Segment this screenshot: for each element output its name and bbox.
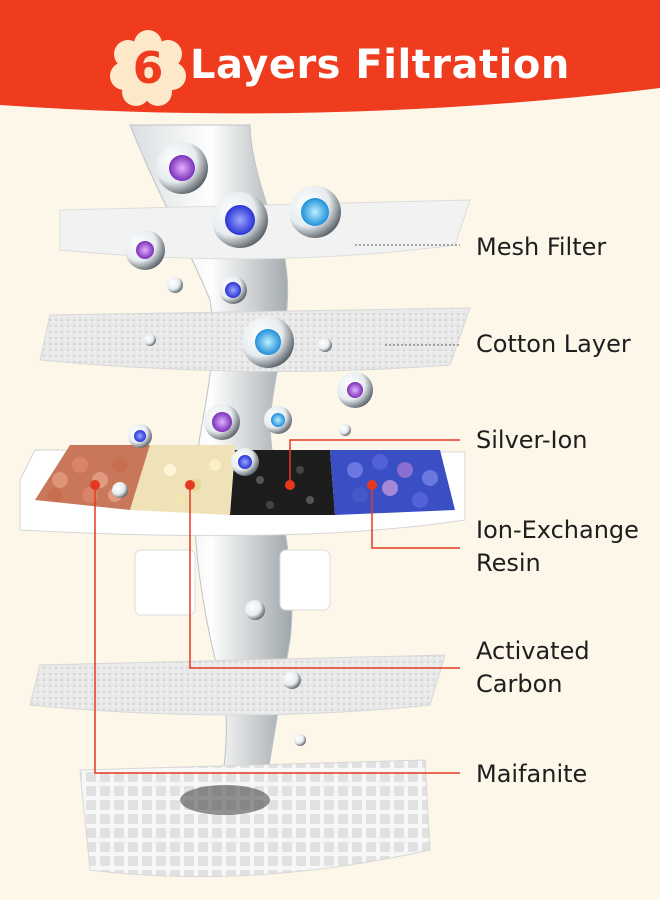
- badge-number: 6: [132, 42, 164, 94]
- leader-dots: [90, 480, 377, 490]
- lower-cotton-layer: [29, 654, 446, 716]
- label-mesh-filter: Mesh Filter: [476, 233, 607, 261]
- resin-media: [330, 450, 455, 515]
- label-ion-exchange-line1: Ion-Exchange: [476, 516, 639, 544]
- bottom-grate: [79, 759, 431, 878]
- granules-media: [130, 445, 235, 515]
- flower-badge-icon: [110, 30, 186, 106]
- label-maifanite: Maifanite: [476, 760, 588, 788]
- leader-lines: [94, 244, 460, 774]
- label-silver-ion: Silver-Ion: [476, 426, 588, 454]
- contaminant-bubbles: [112, 142, 373, 746]
- header-banner: 6 Layers Filtration: [0, 0, 660, 150]
- label-cotton-layer: Cotton Layer: [476, 330, 631, 358]
- media-tray: [19, 445, 466, 616]
- label-ion-exchange-line2: Resin: [476, 549, 541, 577]
- banner-shape: [0, 0, 660, 114]
- label-activated-carbon-line2: Carbon: [476, 670, 563, 698]
- page-title: Layers Filtration: [190, 42, 570, 88]
- label-activated-carbon-line1: Activated: [476, 637, 590, 665]
